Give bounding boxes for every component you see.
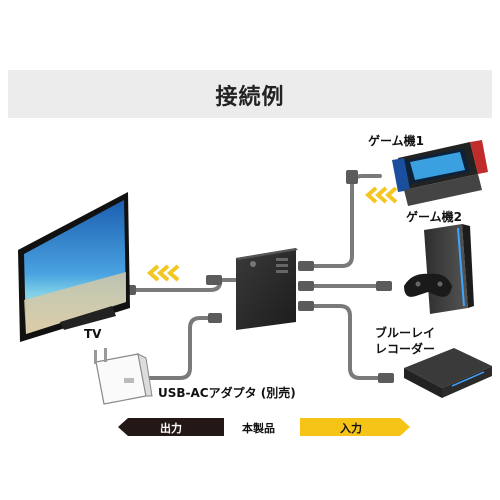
tv-illustration — [18, 192, 130, 342]
label-adapter: USB-ACアダプタ (別売) — [158, 386, 296, 400]
arrows-output — [146, 264, 180, 282]
legend — [118, 418, 410, 436]
page-title: 接続例 — [215, 85, 285, 110]
legend-input-bar — [300, 418, 410, 436]
cable-tv — [134, 278, 242, 292]
arrows-input-game1 — [364, 186, 398, 204]
legend-output-bar — [118, 418, 224, 436]
legend-center-label: 本製品 — [242, 422, 275, 435]
label-game2: ゲーム機2 — [406, 210, 462, 224]
game2-illustration — [404, 224, 474, 314]
title-bar: 接続例 — [8, 70, 492, 118]
product-box — [236, 248, 298, 330]
adapter-illustration — [94, 348, 153, 405]
cable-adapter — [146, 316, 216, 380]
legend-input-label: 入力 — [340, 422, 362, 435]
cable-game1 — [304, 174, 382, 268]
label-tv: TV — [84, 327, 102, 341]
label-recorder-line2: レコーダー — [375, 342, 436, 356]
game1-illustration — [392, 140, 488, 206]
cable-recorder — [304, 304, 394, 380]
label-recorder-line1: ブルーレイ — [375, 326, 436, 340]
recorder-illustration — [404, 348, 492, 398]
legend-output-label: 出力 — [160, 422, 182, 435]
label-game1: ゲーム機1 — [368, 134, 424, 148]
